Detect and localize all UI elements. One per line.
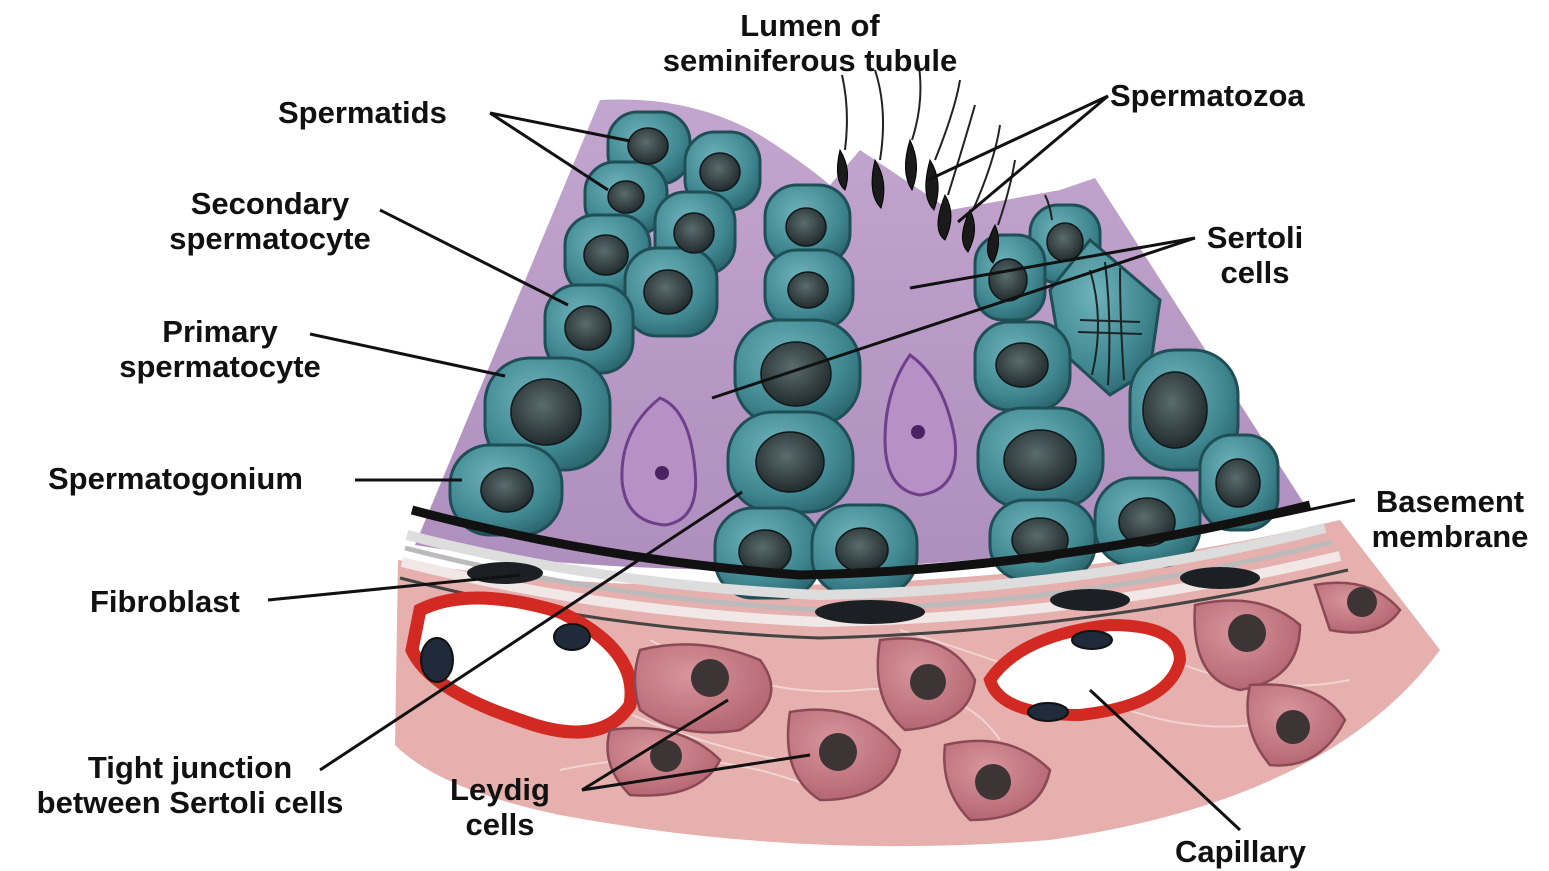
label-secondary-spermatocyte: Secondary spermatocyte (150, 186, 390, 256)
label-primary-spermatocyte: Primary spermatocyte (100, 314, 340, 384)
label-fibroblast: Fibroblast (90, 584, 240, 619)
label-tight-junction: Tight junction between Sertoli cells (10, 750, 370, 820)
label-capillary: Capillary (1175, 834, 1306, 869)
label-spermatids: Spermatids (278, 95, 447, 130)
label-lumen: Lumen of seminiferous tubule (640, 8, 980, 78)
label-leydig-cells: Leydig cells (430, 772, 570, 842)
label-spermatozoa: Spermatozoa (1110, 78, 1305, 113)
label-basement-membrane: Basement membrane (1355, 484, 1545, 554)
label-spermatogonium: Spermatogonium (48, 461, 303, 496)
label-sertoli-cells: Sertoli cells (1190, 220, 1320, 290)
